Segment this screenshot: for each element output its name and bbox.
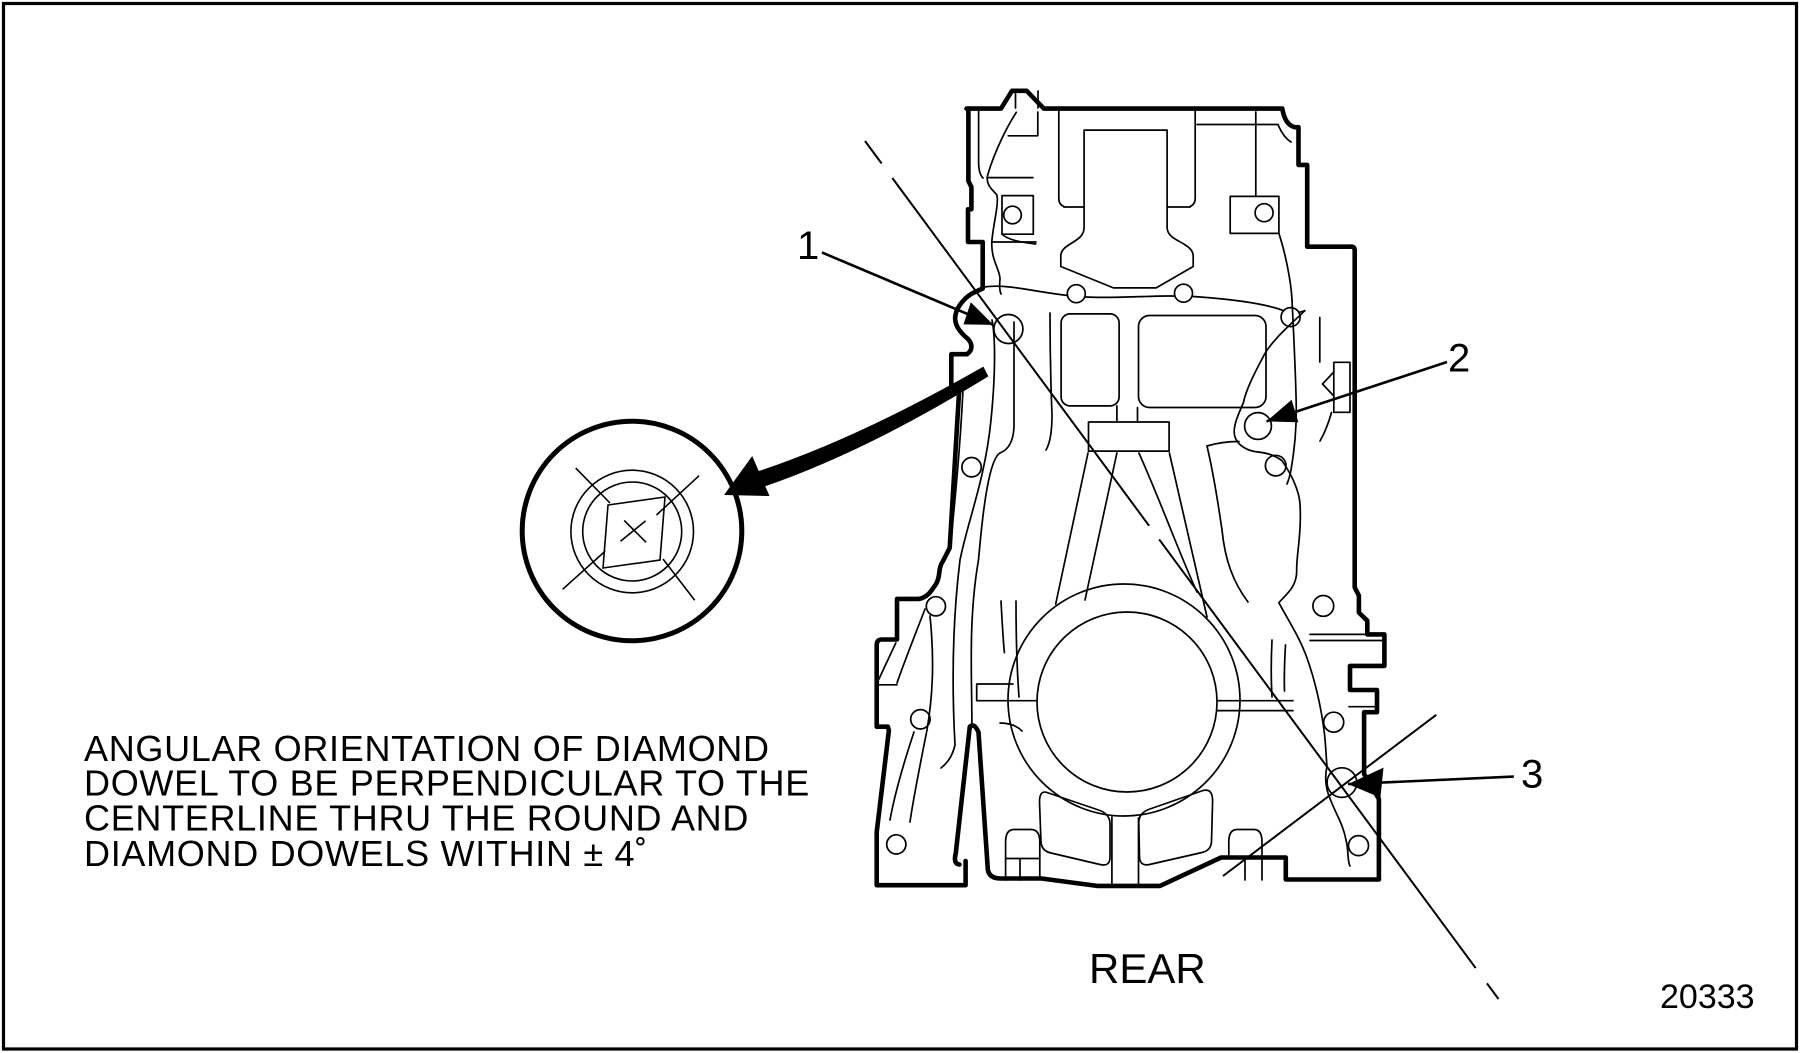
svg-text:1: 1 — [797, 224, 819, 268]
svg-text:3: 3 — [1521, 753, 1543, 797]
svg-text:2: 2 — [1448, 337, 1470, 381]
svg-text:DIAMOND DOWELS WITHIN ± 4˚: DIAMOND DOWELS WITHIN ± 4˚ — [84, 833, 648, 874]
svg-text:DOWEL TO BE PERPENDICULAR TO T: DOWEL TO BE PERPENDICULAR TO THE — [84, 762, 810, 803]
svg-text:20333: 20333 — [1660, 978, 1755, 1016]
svg-text:ANGULAR ORIENTATION OF DIAMOND: ANGULAR ORIENTATION OF DIAMOND — [84, 728, 770, 769]
svg-text:CENTERLINE THRU THE ROUND AND: CENTERLINE THRU THE ROUND AND — [84, 798, 749, 839]
svg-text:REAR: REAR — [1089, 945, 1206, 992]
